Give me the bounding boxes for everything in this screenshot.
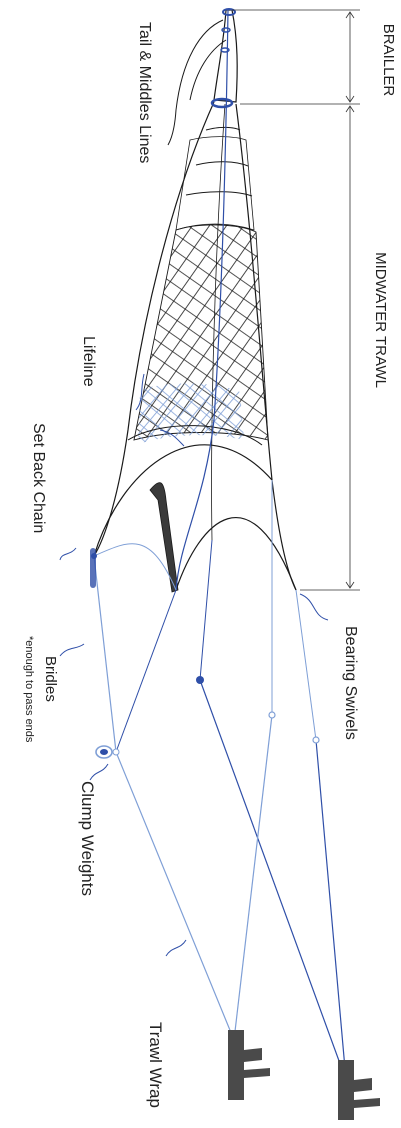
label-set-back-chain: Set Back Chain (30, 423, 47, 533)
label-lifeline: Lifeline (80, 336, 97, 387)
brailler-ring-top (222, 8, 236, 16)
label-bridles: Bridles (42, 656, 59, 702)
headrope-arch-3 (127, 425, 263, 446)
vessel-icon (228, 1030, 380, 1120)
label-brailler: BRAILLER (380, 24, 397, 97)
clump-weight-icon (95, 745, 120, 759)
label-tail-middles: Tail & Middles Lines (136, 22, 153, 163)
net-mesh-panel-upper (175, 136, 255, 231)
trawl-net (93, 9, 297, 593)
chain-icon (90, 548, 96, 588)
rigging (93, 480, 347, 1081)
headrope-arch-1 (93, 444, 273, 557)
warp-line-2 (199, 679, 347, 1081)
label-clump-weights: Clump Weights (78, 781, 97, 896)
warp-line-4 (315, 739, 347, 1081)
label-trawl-wrap: Trawl Wrap (146, 1022, 165, 1108)
tail-lines (167, 19, 227, 146)
brailler-codend (213, 9, 238, 103)
callout-arrows (59, 373, 329, 957)
label-bearing-swivels: Bearing Swivels (342, 626, 359, 740)
brailler-ring-bottom (210, 97, 234, 109)
swivel-icon (91, 553, 320, 744)
label-bridles-note: *enough to pass ends (23, 636, 35, 743)
set-back-chain (149, 482, 179, 593)
label-midwater-trawl: MIDWATER TRAWL (372, 252, 389, 388)
dimension-lines (232, 9, 360, 591)
warp-line-3 (233, 714, 273, 1041)
headrope-arch-2 (175, 517, 297, 591)
lifeline-mesh (138, 383, 244, 444)
warp-line-1 (115, 751, 235, 1041)
center-riser-line (175, 9, 229, 591)
